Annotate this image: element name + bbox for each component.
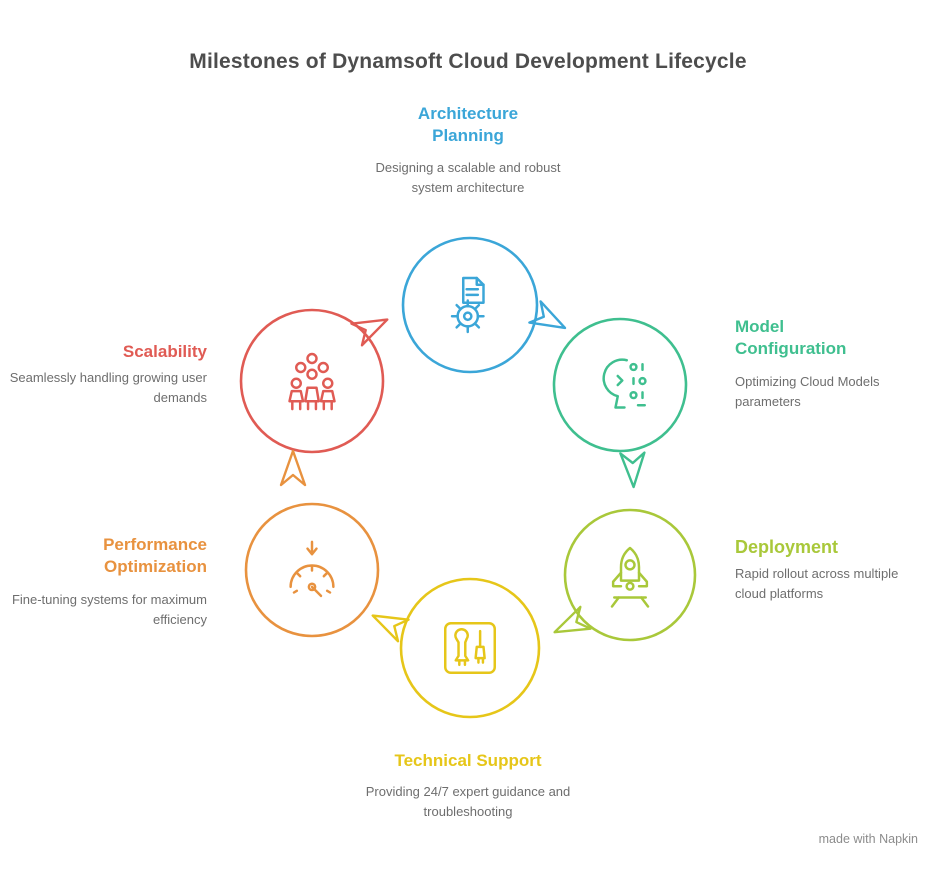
rocket-icon: [610, 546, 650, 608]
architecture-planning-circle: [401, 236, 539, 374]
arrow-model-to-deployment: [619, 451, 646, 489]
arrow-support-to-performance: [371, 614, 410, 643]
scalability-description: Seamlessly handling growing user demands: [9, 370, 207, 405]
team-crowd-icon: [288, 352, 336, 411]
deployment-label: Deployment: [735, 537, 839, 557]
tools-icon: [444, 622, 496, 674]
watermark: made with Napkin: [818, 832, 918, 846]
deployment-circle: [563, 508, 697, 642]
model-configuration-circle: [552, 317, 688, 453]
technical-support-circle: [399, 577, 541, 719]
scalability-label: Scalability: [122, 342, 207, 361]
model-configuration-description: Optimizing Cloud Models parameters: [735, 374, 880, 409]
model-configuration-label: Model Configuration: [735, 317, 847, 359]
arrow-deployment-to-support: [553, 605, 592, 634]
architecture-planning-label: Architecture Planning: [417, 104, 519, 146]
performance-optimization-description: Fine-tuning systems for maximum efficien…: [11, 592, 207, 627]
ai-model-binary-icon: [602, 358, 647, 409]
performance-optimization-label: Performance Optimization: [103, 535, 207, 577]
architecture-planning-description: Designing a scalable and robust system a…: [375, 160, 561, 195]
page-title: Milestones of Dynamsoft Cloud Developmen…: [189, 50, 747, 73]
technical-support-description: Providing 24/7 expert guidance and troub…: [365, 784, 571, 819]
arrow-performance-to-scalability: [279, 449, 307, 487]
gear-blueprint-icon: [450, 276, 485, 334]
performance-optimization-circle: [244, 502, 380, 638]
arrow-architecture-to-model: [528, 300, 567, 330]
deployment-description: Rapid rollout across multiple cloud plat…: [735, 566, 899, 601]
technical-support-label: Technical Support: [394, 751, 542, 770]
arrow-scalability-to-architecture: [350, 318, 389, 347]
speedometer-icon: [289, 540, 335, 598]
scalability-circle: [239, 308, 385, 454]
